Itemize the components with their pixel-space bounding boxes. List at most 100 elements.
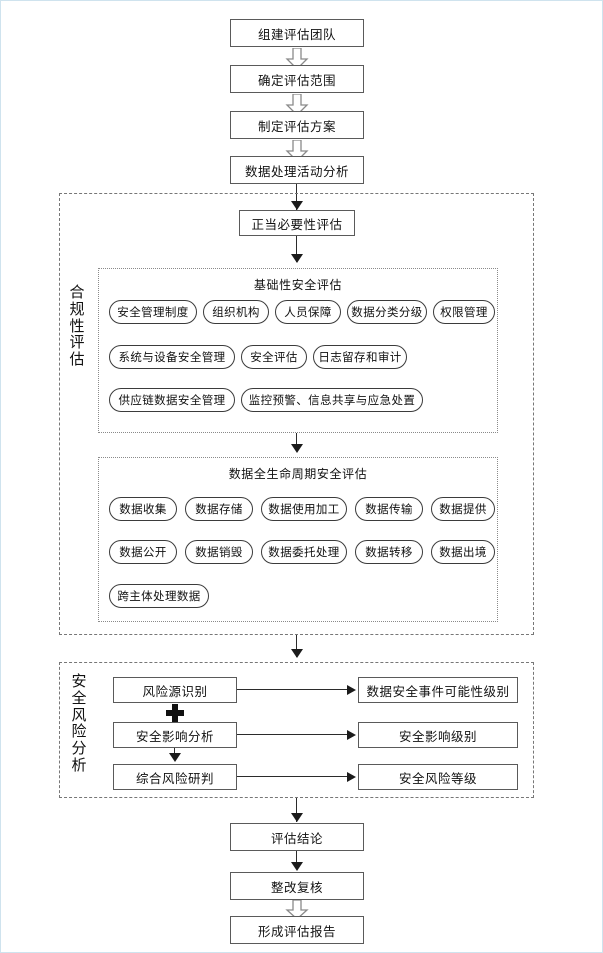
node-label: 评估结论 bbox=[270, 830, 323, 846]
pill-label: 数据分类分级 bbox=[351, 305, 423, 319]
operator-plus-icon bbox=[166, 704, 184, 722]
pill-data-transfer[interactable]: 数据转移 bbox=[355, 540, 423, 564]
connector-basic-to-lifecycle bbox=[296, 433, 298, 451]
pill-label: 权限管理 bbox=[440, 305, 488, 319]
pill-security-management-system[interactable]: 安全管理制度 bbox=[109, 300, 197, 324]
pill-data-provision[interactable]: 数据提供 bbox=[431, 497, 495, 521]
pill-label: 数据提供 bbox=[439, 502, 487, 516]
arrowhead-into-conclusion bbox=[291, 813, 303, 822]
node-produce-assessment-report[interactable]: 形成评估报告 bbox=[230, 916, 364, 944]
pill-label: 数据销毁 bbox=[195, 545, 243, 559]
node-label: 组建评估团队 bbox=[257, 26, 336, 42]
pill-data-cross-border[interactable]: 数据出境 bbox=[431, 540, 495, 564]
node-security-risk-level[interactable]: 安全风险等级 bbox=[358, 764, 518, 790]
pill-supply-chain-data-security-management[interactable]: 供应链数据安全管理 bbox=[109, 388, 235, 412]
node-label: 数据处理活动分析 bbox=[244, 163, 349, 179]
group-label-risk-analysis: 安全风险分析 bbox=[71, 672, 87, 774]
pill-label: 组织机构 bbox=[212, 305, 260, 319]
node-assessment-conclusion[interactable]: 评估结论 bbox=[230, 823, 364, 851]
pill-data-storage[interactable]: 数据存储 bbox=[185, 497, 253, 521]
pill-label: 安全评估 bbox=[250, 350, 298, 364]
pill-label: 人员保障 bbox=[284, 305, 332, 319]
pill-permission-management[interactable]: 权限管理 bbox=[433, 300, 495, 324]
pill-label: 数据公开 bbox=[119, 545, 167, 559]
pill-label: 供应链数据安全管理 bbox=[118, 393, 226, 407]
node-label: 形成评估报告 bbox=[257, 923, 336, 939]
arrowhead-into-risk-group bbox=[291, 649, 303, 658]
node-security-impact-level[interactable]: 安全影响级别 bbox=[358, 722, 518, 748]
node-label: 风险源识别 bbox=[142, 683, 208, 699]
node-data-security-incident-likelihood-level[interactable]: 数据安全事件可能性级别 bbox=[358, 677, 518, 703]
arrowhead-to-risk-level bbox=[347, 772, 356, 782]
pill-data-collection[interactable]: 数据收集 bbox=[109, 497, 177, 521]
node-label: 安全影响级别 bbox=[398, 728, 477, 744]
pill-cross-entity-data-processing[interactable]: 跨主体处理数据 bbox=[109, 584, 209, 608]
group-label-compliance: 合规性评估 bbox=[69, 283, 85, 369]
node-label: 综合风险研判 bbox=[135, 770, 214, 786]
node-label: 数据安全事件可能性级别 bbox=[366, 683, 510, 699]
pill-data-classification-grading[interactable]: 数据分类分级 bbox=[347, 300, 427, 324]
node-label: 制定评估方案 bbox=[257, 118, 336, 134]
connector-risk-source-to-likelihood bbox=[237, 689, 349, 691]
connector-compliance-to-risk bbox=[296, 635, 298, 657]
arrowhead-into-lifecycle-assessment bbox=[291, 444, 303, 453]
node-comprehensive-risk-judgement[interactable]: 综合风险研判 bbox=[113, 764, 237, 790]
group-compliance-assessment bbox=[59, 193, 534, 635]
pill-label: 安全管理制度 bbox=[117, 305, 189, 319]
connector-necessity-to-basic bbox=[296, 236, 298, 262]
pill-label: 监控预警、信息共享与应急处置 bbox=[248, 393, 416, 407]
node-label: 安全影响分析 bbox=[135, 728, 214, 744]
node-label: 确定评估范围 bbox=[257, 72, 336, 88]
pill-label: 数据收集 bbox=[119, 502, 167, 516]
arrowhead-to-impact-level bbox=[347, 730, 356, 740]
node-label: 整改复核 bbox=[270, 879, 323, 895]
block-arrow-down-4 bbox=[284, 900, 310, 920]
arrowhead-to-likelihood-level bbox=[347, 685, 356, 695]
pill-label: 数据出境 bbox=[439, 545, 487, 559]
node-define-assessment-scope[interactable]: 确定评估范围 bbox=[230, 65, 364, 93]
pill-data-entrusted-processing[interactable]: 数据委托处理 bbox=[261, 540, 347, 564]
node-formulate-assessment-plan[interactable]: 制定评估方案 bbox=[230, 111, 364, 139]
node-legitimacy-necessity-assessment[interactable]: 正当必要性评估 bbox=[239, 210, 355, 236]
pill-label: 数据存储 bbox=[195, 502, 243, 516]
subgroup-basic-security-assessment bbox=[98, 268, 498, 433]
pill-label: 数据传输 bbox=[365, 502, 413, 516]
node-rectification-review[interactable]: 整改复核 bbox=[230, 872, 364, 900]
connector-top-to-compliance bbox=[296, 184, 298, 210]
pill-system-device-security-management[interactable]: 系统与设备安全管理 bbox=[109, 345, 235, 369]
pill-data-disclosure[interactable]: 数据公开 bbox=[109, 540, 177, 564]
node-risk-source-identification[interactable]: 风险源识别 bbox=[113, 677, 237, 703]
pill-security-assessment[interactable]: 安全评估 bbox=[241, 345, 307, 369]
pill-label: 数据使用加工 bbox=[268, 502, 340, 516]
connector-risk-to-conclusion bbox=[296, 798, 298, 822]
pill-label: 跨主体处理数据 bbox=[117, 589, 201, 603]
pill-label: 数据转移 bbox=[365, 545, 413, 559]
node-security-impact-analysis[interactable]: 安全影响分析 bbox=[113, 722, 237, 748]
pill-monitoring-warning-info-sharing-emergency[interactable]: 监控预警、信息共享与应急处置 bbox=[241, 388, 423, 412]
subgroup-title-data-lifecycle-assessment: 数据全生命周期安全评估 bbox=[228, 467, 368, 481]
pill-log-retention-audit[interactable]: 日志留存和审计 bbox=[313, 345, 407, 369]
connector-impact-analysis-to-impact-level bbox=[237, 734, 349, 736]
pill-data-transmission[interactable]: 数据传输 bbox=[355, 497, 423, 521]
pill-data-use-processing[interactable]: 数据使用加工 bbox=[261, 497, 347, 521]
pill-personnel-assurance[interactable]: 人员保障 bbox=[275, 300, 341, 324]
pill-label: 数据委托处理 bbox=[268, 545, 340, 559]
connector-comprehensive-to-risk-level bbox=[237, 776, 349, 778]
node-build-assessment-team[interactable]: 组建评估团队 bbox=[230, 19, 364, 47]
pill-organizational-structure[interactable]: 组织机构 bbox=[203, 300, 269, 324]
arrowhead-into-necessity bbox=[291, 201, 303, 210]
node-label: 安全风险等级 bbox=[398, 770, 477, 786]
arrowhead-into-basic-assessment bbox=[291, 254, 303, 263]
arrowhead-into-rectification bbox=[291, 862, 303, 871]
node-label: 正当必要性评估 bbox=[251, 216, 343, 232]
block-arrow-down-2 bbox=[284, 94, 310, 116]
group-security-risk-analysis bbox=[59, 662, 534, 798]
arrowhead-into-comprehensive-judgement bbox=[169, 753, 181, 762]
pill-label: 系统与设备安全管理 bbox=[118, 350, 226, 364]
node-data-processing-activity-analysis[interactable]: 数据处理活动分析 bbox=[230, 156, 364, 184]
subgroup-data-lifecycle-assessment bbox=[98, 457, 498, 622]
subgroup-title-basic-security-assessment: 基础性安全评估 bbox=[253, 278, 343, 292]
pill-label: 日志留存和审计 bbox=[318, 350, 402, 364]
pill-data-destruction[interactable]: 数据销毁 bbox=[185, 540, 253, 564]
